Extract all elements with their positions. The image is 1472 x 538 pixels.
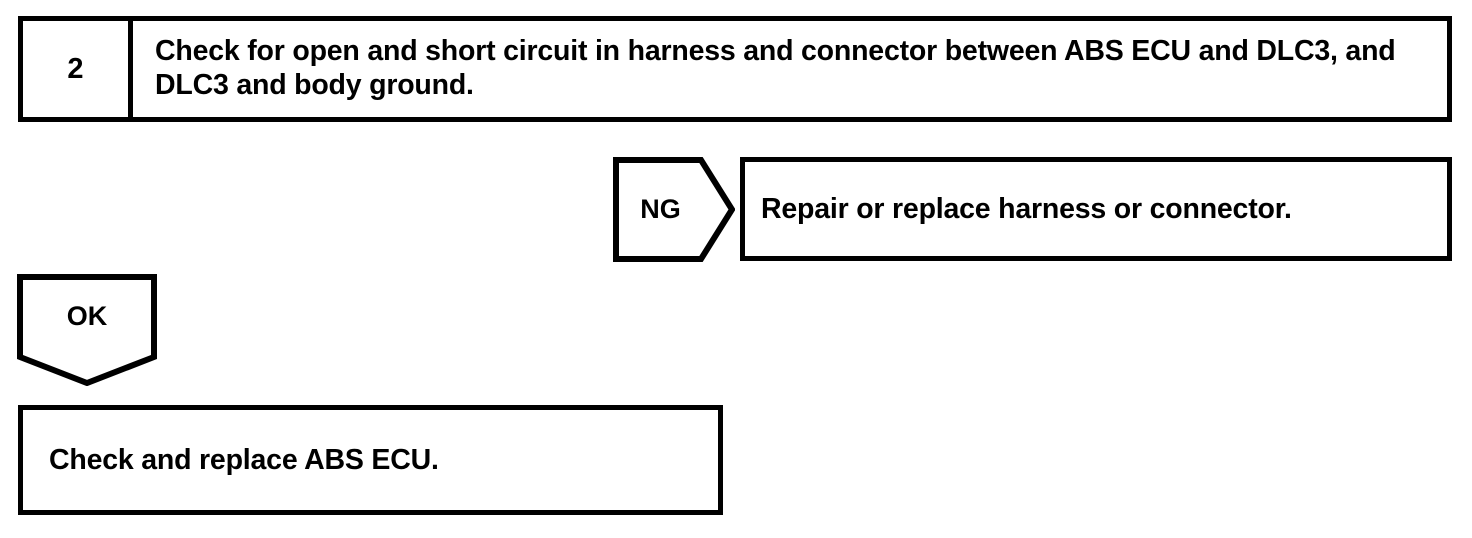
step-instruction-text: Check for open and short circuit in harn… <box>155 35 1396 101</box>
step-number-cell: 2 <box>23 21 133 117</box>
ok-arrow-icon <box>17 274 157 386</box>
ng-result-text: Repair or replace harness or connector. <box>761 192 1292 225</box>
ok-result-text: Check and replace ABS ECU. <box>49 443 439 476</box>
step-number: 2 <box>67 52 84 85</box>
step-instruction-cell: Check for open and short circuit in harn… <box>138 21 1447 117</box>
ng-arrow-icon <box>613 157 735 262</box>
step-box: 2 Check for open and short circuit in ha… <box>18 16 1452 122</box>
ok-result-box: Check and replace ABS ECU. <box>18 405 723 515</box>
ng-result-box: Repair or replace harness or connector. <box>740 157 1452 261</box>
